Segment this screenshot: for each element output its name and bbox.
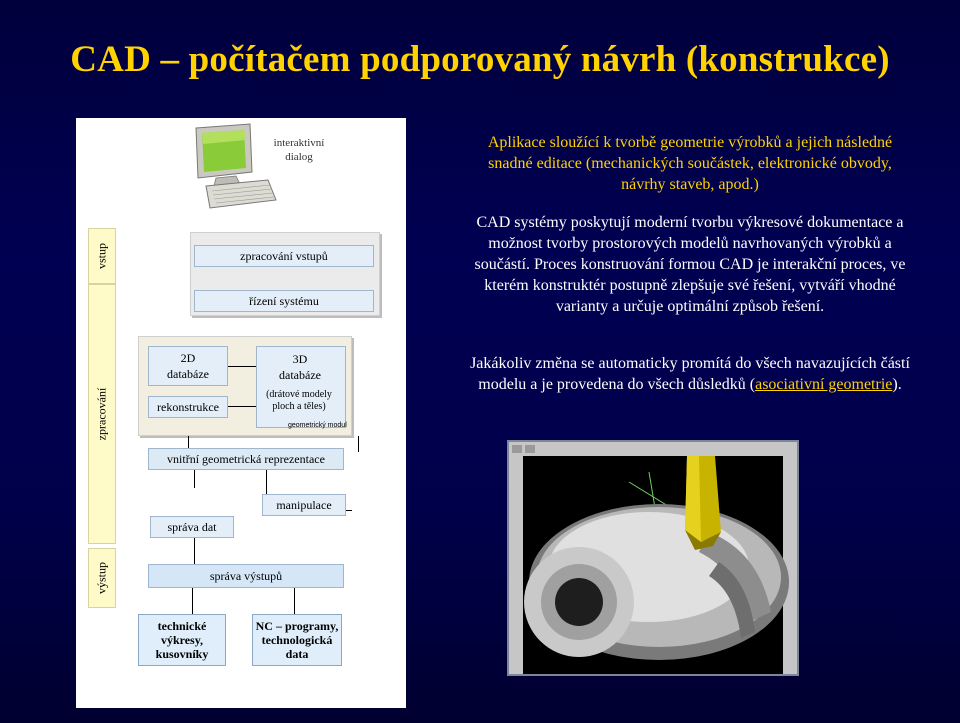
internal-representation-box: vnitřní geometrická reprezentace: [148, 448, 344, 470]
connector-down-left: [188, 436, 189, 452]
nc-programs-box: NC – programy, technologická data: [252, 614, 342, 666]
connector-to-output-management: [194, 536, 195, 564]
geometric-module-label: geometrický modul: [288, 422, 347, 429]
connector-reconstruction-3d: [228, 406, 256, 407]
system-control-box: řízení systému: [194, 290, 374, 312]
connector-down-right: [358, 436, 359, 452]
cad-system-diagram: vstup zpracování výstup interaktivní dia…: [76, 118, 406, 708]
band-processing-label: zpracování: [94, 387, 109, 441]
band-output: výstup: [88, 548, 116, 608]
connector-to-manipulation: [266, 468, 267, 510]
paragraph-text-start: Jakákoliv změna se automaticky promítá d…: [470, 355, 910, 393]
band-input: vstup: [88, 228, 116, 284]
cad-3d-part-illustration: [509, 442, 797, 674]
paragraph-text-end: ).: [892, 376, 902, 393]
connector-2d-3d: [228, 366, 256, 367]
associative-geometry-link[interactable]: asociativní geometrie: [755, 376, 893, 393]
database-3d-detail: (drátové modely ploch a těles): [266, 389, 332, 412]
database-3d-line1: 3D: [292, 352, 308, 366]
paragraph-cad-systems: CAD systémy poskytují moderní tvorbu výk…: [474, 214, 906, 315]
band-output-label: výstup: [94, 561, 109, 595]
connector-to-nc: [294, 584, 295, 614]
paragraph-cad-application: Aplikace sloužící k tvorbě geometrie výr…: [487, 134, 893, 193]
database-2d-box: 2D databáze: [148, 346, 228, 386]
cad-model-render-image: [507, 440, 799, 676]
input-processing-box: zpracování vstupů: [194, 245, 374, 267]
interactive-dialog-label: interaktivní dialog: [273, 137, 325, 163]
database-3d-box: [256, 346, 346, 428]
connector-to-drawings: [192, 584, 193, 614]
reconstruction-box: rekonstrukce: [148, 396, 228, 418]
band-input-label: vstup: [94, 242, 109, 270]
manipulation-box: manipulace: [262, 494, 346, 516]
technical-drawings-box: technické výkresy, kusovníky: [138, 614, 226, 666]
database-2d-line1: 2D: [180, 351, 196, 365]
band-processing: zpracování: [88, 284, 116, 544]
paragraph-associative-change: Jakákoliv změna se automaticky promítá d…: [470, 353, 910, 395]
database-3d-line2: databáze: [279, 368, 321, 382]
output-management-box: správa výstupů: [148, 564, 344, 588]
connector-to-data-management: [194, 468, 195, 488]
database-3d-title: 3D databáze: [256, 350, 344, 384]
slide-title: CAD – počítačem podporovaný návrh (konst…: [70, 39, 890, 80]
data-management-box: správa dat: [150, 516, 234, 538]
computer-monitor-icon: [195, 123, 277, 209]
database-2d-line2: databáze: [167, 367, 209, 381]
